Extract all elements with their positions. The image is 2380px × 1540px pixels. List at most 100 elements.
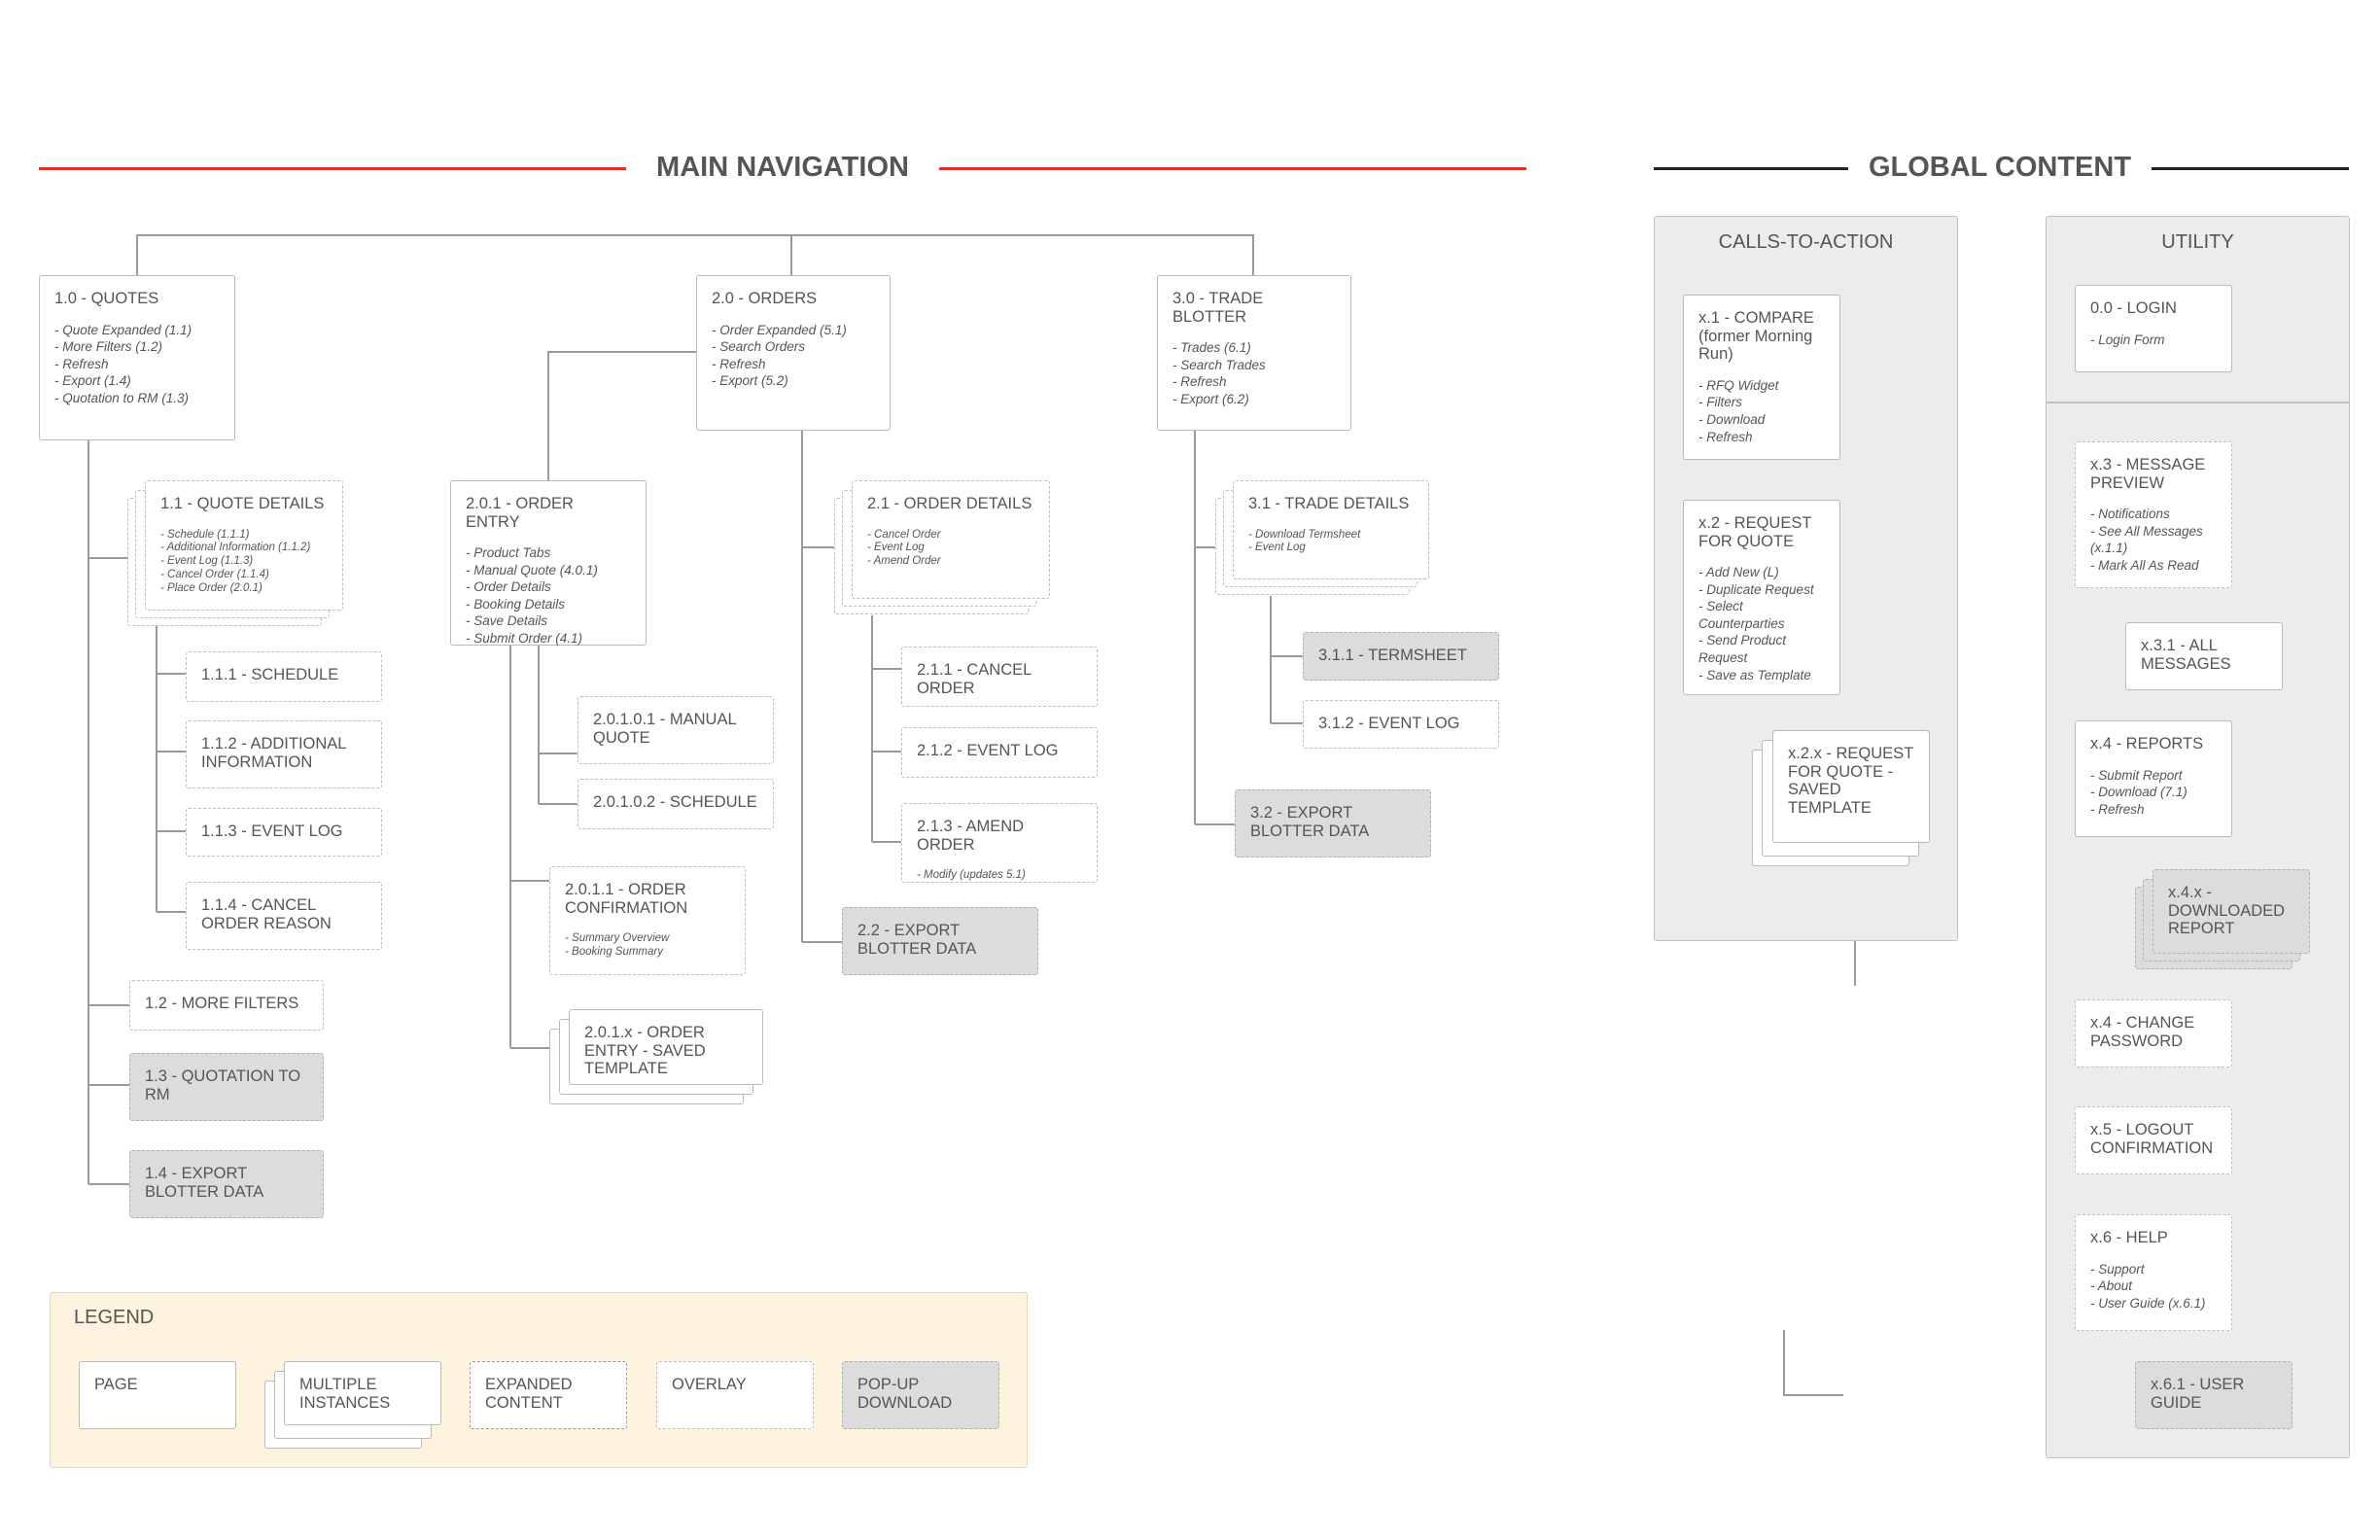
trade-export-title: 3.2 - EXPORT BLOTTER DATA [1250, 804, 1370, 840]
request-for-quote-items: Add New (L) Duplicate Request Select Cou… [1698, 564, 1825, 683]
order-entry-page[interactable]: 2.0.1 - ORDER ENTRY Product Tabs Manual … [450, 480, 647, 646]
orders-export-title: 2.2 - EXPORT BLOTTER DATA [858, 922, 977, 958]
additional-info-title: 1.1.2 - ADDITIONAL INFORMATION [201, 735, 346, 771]
orders-title: 2.0 - ORDERS [712, 290, 818, 307]
manual-quote-title: 2.0.1.0.1 - MANUAL QUOTE [593, 711, 737, 747]
cancel-order-title: 2.1.1 - CANCEL ORDER [917, 661, 1032, 697]
logout-confirmation-node[interactable]: x.5 - LOGOUT CONFIRMATION [2075, 1106, 2232, 1174]
login-title: 0.0 - LOGIN [2090, 299, 2177, 317]
user-guide-node[interactable]: x.6.1 - USER GUIDE [2135, 1361, 2292, 1429]
orders-export-node[interactable]: 2.2 - EXPORT BLOTTER DATA [842, 907, 1038, 975]
list-item: Refresh [1172, 373, 1336, 391]
amend-order-items: Modify (updates 5.1) [917, 869, 1082, 883]
reports-node[interactable]: x.4 - REPORTS Submit Report Download (7.… [2075, 720, 2232, 837]
list-item: Event Log [867, 542, 1034, 555]
trade-blotter-title: 3.0 - TRADE BLOTTER [1172, 290, 1264, 326]
list-item: More Filters (1.2) [54, 338, 220, 356]
trade-blotter-page[interactable]: 3.0 - TRADE BLOTTER Trades (6.1) Search … [1157, 275, 1351, 431]
rfq-saved-template-title: x.2.x - REQUEST FOR QUOTE - SAVED TEMPLA… [1788, 745, 1913, 817]
order-entry-items: Product Tabs Manual Quote (4.0.1) Order … [466, 544, 631, 647]
quote-schedule-node[interactable]: 1.1.1 - SCHEDULE [186, 651, 382, 702]
list-item: Cancel Order [867, 529, 1034, 542]
change-password-node[interactable]: x.4 - CHANGE PASSWORD [2075, 999, 2232, 1068]
list-item: Download (7.1) [2090, 784, 2217, 801]
list-item: Refresh [712, 356, 875, 373]
list-item: Additional Information (1.1.2) [160, 542, 328, 555]
list-item: Search Trades [1172, 357, 1336, 374]
trade-details-title: 3.1 - TRADE DETAILS [1248, 495, 1410, 512]
cancel-order-reason-node[interactable]: 1.1.4 - CANCEL ORDER REASON [186, 882, 382, 950]
cancel-order-node[interactable]: 2.1.1 - CANCEL ORDER [901, 647, 1098, 707]
global-rule-left [1654, 167, 1848, 170]
compare-items: RFQ Widget Filters Download Refresh [1698, 377, 1825, 445]
orders-page[interactable]: 2.0 - ORDERS Order Expanded (5.1) Search… [696, 275, 891, 431]
quotes-export-node[interactable]: 1.4 - EXPORT BLOTTER DATA [129, 1150, 324, 1218]
trade-event-log-node[interactable]: 3.1.2 - EVENT LOG [1303, 700, 1499, 749]
list-item: Booking Details [466, 596, 631, 613]
list-item: Support [2090, 1261, 2217, 1278]
trade-export-node[interactable]: 3.2 - EXPORT BLOTTER DATA [1235, 789, 1431, 858]
downloaded-report-node[interactable]: x.4.x - DOWNLOADED REPORT [2152, 869, 2310, 954]
utility-divider [2047, 402, 2349, 403]
order-schedule-node[interactable]: 2.0.1.0.2 - SCHEDULE [578, 779, 774, 829]
quotes-export-title: 1.4 - EXPORT BLOTTER DATA [145, 1165, 264, 1201]
quotation-to-rm-node[interactable]: 1.3 - QUOTATION TO RM [129, 1053, 324, 1121]
quote-details-title: 1.1 - QUOTE DETAILS [160, 495, 325, 512]
termsheet-node[interactable]: 3.1.1 - TERMSHEET [1303, 632, 1499, 681]
order-confirmation-node[interactable]: 2.0.1.1 - ORDER CONFIRMATION Summary Ove… [549, 866, 746, 975]
quotation-to-rm-title: 1.3 - QUOTATION TO RM [145, 1068, 301, 1103]
list-item: Modify (updates 5.1) [917, 869, 1082, 883]
reports-items: Submit Report Download (7.1) Refresh [2090, 767, 2217, 819]
message-preview-items: Notifications See All Messages (x.1.1) M… [2090, 506, 2217, 574]
legend-multiple-instances: MULTIPLE INSTANCES [284, 1361, 441, 1425]
quote-details-items: Schedule (1.1.1) Additional Information … [160, 529, 328, 596]
help-node[interactable]: x.6 - HELP Support About User Guide (x.6… [2075, 1214, 2232, 1331]
quote-details-node[interactable]: 1.1 - QUOTE DETAILS Schedule (1.1.1) Add… [145, 480, 343, 611]
downloaded-report-title: x.4.x - DOWNLOADED REPORT [2168, 884, 2286, 938]
list-item: See All Messages (x.1.1) [2090, 523, 2217, 557]
quotes-title: 1.0 - QUOTES [54, 290, 159, 307]
list-item: Product Tabs [466, 544, 631, 562]
main-nav-rule-left [39, 167, 626, 170]
orders-items: Order Expanded (5.1) Search Orders Refre… [712, 322, 875, 390]
quote-schedule-title: 1.1.1 - SCHEDULE [201, 666, 339, 683]
legend-page: PAGE [79, 1361, 236, 1429]
order-confirmation-title: 2.0.1.1 - ORDER CONFIRMATION [565, 881, 688, 917]
order-event-log-node[interactable]: 2.1.2 - EVENT LOG [901, 727, 1098, 778]
login-items: Login Form [2090, 332, 2217, 349]
more-filters-title: 1.2 - MORE FILTERS [145, 995, 299, 1012]
more-filters-node[interactable]: 1.2 - MORE FILTERS [129, 980, 324, 1031]
quotes-items: Quote Expanded (1.1) More Filters (1.2) … [54, 322, 220, 407]
list-item: Summary Overview [565, 932, 730, 946]
list-item: Add New (L) [1698, 564, 1825, 581]
additional-info-node[interactable]: 1.1.2 - ADDITIONAL INFORMATION [186, 720, 382, 788]
message-preview-node[interactable]: x.3 - MESSAGE PREVIEW Notifications See … [2075, 441, 2232, 588]
list-item: Manual Quote (4.0.1) [466, 562, 631, 579]
list-item: User Guide (x.6.1) [2090, 1295, 2217, 1312]
all-messages-title: x.3.1 - ALL MESSAGES [2141, 637, 2231, 673]
list-item: Quote Expanded (1.1) [54, 322, 220, 339]
termsheet-title: 3.1.1 - TERMSHEET [1318, 647, 1467, 664]
request-for-quote-node[interactable]: x.2 - REQUEST FOR QUOTE Add New (L) Dupl… [1683, 500, 1840, 695]
amend-order-node[interactable]: 2.1.3 - AMEND ORDER Modify (updates 5.1) [901, 803, 1098, 883]
manual-quote-node[interactable]: 2.0.1.0.1 - MANUAL QUOTE [578, 696, 774, 764]
list-item: Export (6.2) [1172, 391, 1336, 408]
list-item: Refresh [1698, 429, 1825, 446]
trade-details-node[interactable]: 3.1 - TRADE DETAILS Download Termsheet E… [1233, 480, 1429, 579]
rfq-saved-template-node[interactable]: x.2.x - REQUEST FOR QUOTE - SAVED TEMPLA… [1772, 730, 1930, 843]
all-messages-node[interactable]: x.3.1 - ALL MESSAGES [2125, 622, 2283, 690]
legend-overlay-label: OVERLAY [672, 1376, 747, 1393]
quote-event-log-node[interactable]: 1.1.3 - EVENT LOG [186, 808, 382, 857]
list-item: Save Details [466, 612, 631, 630]
login-node[interactable]: 0.0 - LOGIN Login Form [2075, 285, 2232, 372]
order-saved-template-node[interactable]: 2.0.1.x - ORDER ENTRY - SAVED TEMPLATE [569, 1009, 763, 1085]
order-schedule-title: 2.0.1.0.2 - SCHEDULE [593, 793, 757, 811]
legend-expanded-label: EXPANDED CONTENT [485, 1376, 573, 1412]
legend-page-label: PAGE [94, 1376, 138, 1393]
quotes-page[interactable]: 1.0 - QUOTES Quote Expanded (1.1) More F… [39, 275, 235, 440]
trade-details-items: Download Termsheet Event Log [1248, 529, 1414, 556]
list-item: Login Form [2090, 332, 2217, 349]
compare-node[interactable]: x.1 - COMPARE (former Morning Run) RFQ W… [1683, 295, 1840, 460]
order-details-node[interactable]: 2.1 - ORDER DETAILS Cancel Order Event L… [852, 480, 1050, 599]
order-confirmation-items: Summary Overview Booking Summary [565, 932, 730, 960]
